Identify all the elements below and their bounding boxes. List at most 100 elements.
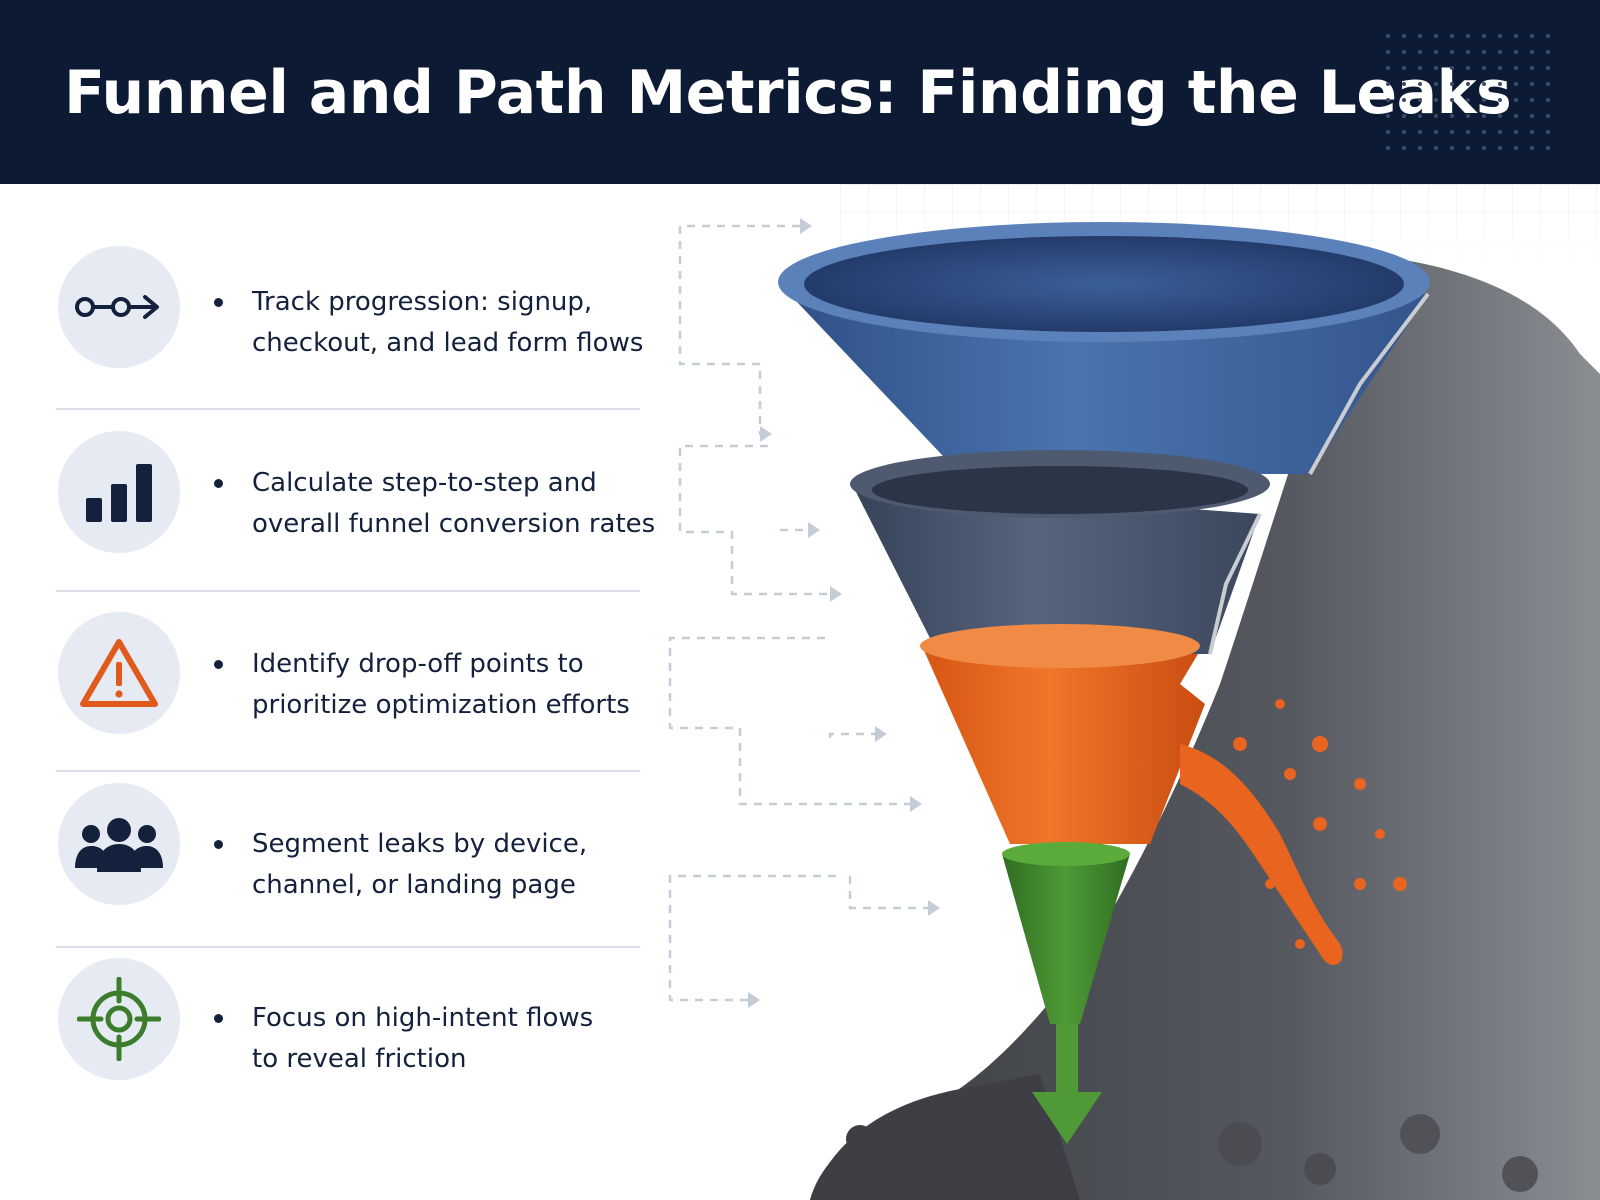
- item-text-line: overall funnel conversion rates: [252, 509, 656, 539]
- grid-dot: [1482, 82, 1486, 86]
- list-item: Segment leaks by device, channel, or lan…: [56, 736, 640, 916]
- item-text-line: channel, or landing page: [252, 870, 576, 900]
- grid-dot: [1434, 34, 1438, 38]
- grid-dot: [1402, 66, 1406, 70]
- funnel-stage-leak: [922, 646, 1205, 844]
- grid-dot: [1546, 82, 1550, 86]
- divider: [56, 408, 640, 410]
- grid-dot: [1434, 50, 1438, 54]
- grid-dot: [1418, 34, 1422, 38]
- bullet-dot: [214, 660, 223, 669]
- grid-dot: [1450, 66, 1454, 70]
- grid-dot: [1418, 130, 1422, 134]
- grid-dot: [1498, 130, 1502, 134]
- item-text: Calculate step-to-step and overall funne…: [252, 463, 656, 545]
- grid-dot: [1402, 82, 1406, 86]
- grid-dot: [1386, 50, 1390, 54]
- grid-dot: [1402, 114, 1406, 118]
- header-banner: Funnel and Path Metrics: Finding the Lea…: [0, 0, 1600, 184]
- main-content: Track progression: signup, checkout, and…: [0, 184, 1600, 1200]
- grid-dot: [1530, 34, 1534, 38]
- item-text-line: Identify drop-off points to: [252, 649, 584, 679]
- item-text: Track progression: signup, checkout, and…: [252, 282, 643, 364]
- grid-dot: [1466, 98, 1470, 102]
- grid-dot: [1546, 146, 1550, 150]
- grid-dot: [1530, 66, 1534, 70]
- grid-dot: [1434, 66, 1438, 70]
- bullet-dot: [214, 298, 223, 307]
- grid-dot: [1482, 66, 1486, 70]
- item-text-line: Segment leaks by device,: [252, 829, 588, 859]
- grid-dot: [1434, 114, 1438, 118]
- grid-dot: [1514, 114, 1518, 118]
- arrowheads: [748, 218, 940, 1008]
- grid-dot: [1450, 146, 1454, 150]
- list-item: Identify drop-off points to prioritize o…: [56, 552, 640, 734]
- grid-dot: [1466, 146, 1470, 150]
- grid-dot: [1450, 82, 1454, 86]
- grid-dot: [1546, 34, 1550, 38]
- grid-dot: [1530, 130, 1534, 134]
- grid-dot: [1514, 98, 1518, 102]
- item-text-line: to reveal friction: [252, 1044, 467, 1074]
- grid-dot: [1402, 34, 1406, 38]
- grid-dot: [1418, 66, 1422, 70]
- grid-dot: [1402, 50, 1406, 54]
- grid-dot: [1386, 82, 1390, 86]
- grid-dot: [1466, 50, 1470, 54]
- rubble: [810, 1074, 1538, 1200]
- grid-dot: [1466, 114, 1470, 118]
- grid-dot: [1530, 146, 1534, 150]
- list-item: Focus on high-intent flows to reveal fri…: [56, 920, 640, 1100]
- funnel-stage-bottom: [1002, 854, 1130, 1024]
- grid-dot: [1498, 50, 1502, 54]
- divider: [56, 590, 640, 592]
- grid-dot: [1546, 66, 1550, 70]
- path-steps-icon: [58, 246, 180, 368]
- grid-dot: [1450, 34, 1454, 38]
- grid-dot: [1482, 98, 1486, 102]
- grid-dot: [1402, 130, 1406, 134]
- grid-dot: [1434, 130, 1438, 134]
- grid-dot: [1418, 146, 1422, 150]
- grid-dot: [1450, 50, 1454, 54]
- grid-dot: [1482, 130, 1486, 134]
- grid-dot: [1386, 98, 1390, 102]
- item-text: Segment leaks by device, channel, or lan…: [252, 824, 642, 906]
- page-title: Funnel and Path Metrics: Finding the Lea…: [64, 58, 1512, 128]
- grid-dot: [1498, 34, 1502, 38]
- grid-dot: [1530, 114, 1534, 118]
- grid-dot: [1514, 34, 1518, 38]
- grid-dot: [1402, 146, 1406, 150]
- bullet-dot: [214, 1014, 223, 1023]
- grid-dot: [1482, 50, 1486, 54]
- grid-dot: [1546, 130, 1550, 134]
- grid-dot: [1434, 82, 1438, 86]
- item-text-line: Calculate step-to-step and: [252, 468, 597, 498]
- grid-dot: [1498, 66, 1502, 70]
- divider: [56, 946, 640, 948]
- grid-dot: [1418, 114, 1422, 118]
- item-text: Focus on high-intent flows to reveal fri…: [252, 998, 642, 1080]
- grid-dot: [1514, 50, 1518, 54]
- grid-dot: [1530, 82, 1534, 86]
- grid-dot: [1418, 98, 1422, 102]
- grid-dot: [1386, 146, 1390, 150]
- grid-dot: [1418, 50, 1422, 54]
- rock-wall: [810, 254, 1600, 1200]
- grid-dot: [1450, 130, 1454, 134]
- grid-dot: [1530, 98, 1534, 102]
- grid-dot: [1434, 146, 1438, 150]
- grid-dot: [1482, 114, 1486, 118]
- dot-grid-decoration: [1386, 34, 1550, 150]
- grid-dot: [1546, 114, 1550, 118]
- grid-dot: [1386, 66, 1390, 70]
- leaking-funnel-illustration: [668, 218, 1600, 1200]
- grid-dot: [1466, 130, 1470, 134]
- grid-dot: [1546, 98, 1550, 102]
- item-text-line: Track progression: signup,: [252, 287, 593, 317]
- grid-dot: [1434, 98, 1438, 102]
- grid-dot: [1498, 82, 1502, 86]
- grid-dot: [1482, 34, 1486, 38]
- grid-dot: [1402, 98, 1406, 102]
